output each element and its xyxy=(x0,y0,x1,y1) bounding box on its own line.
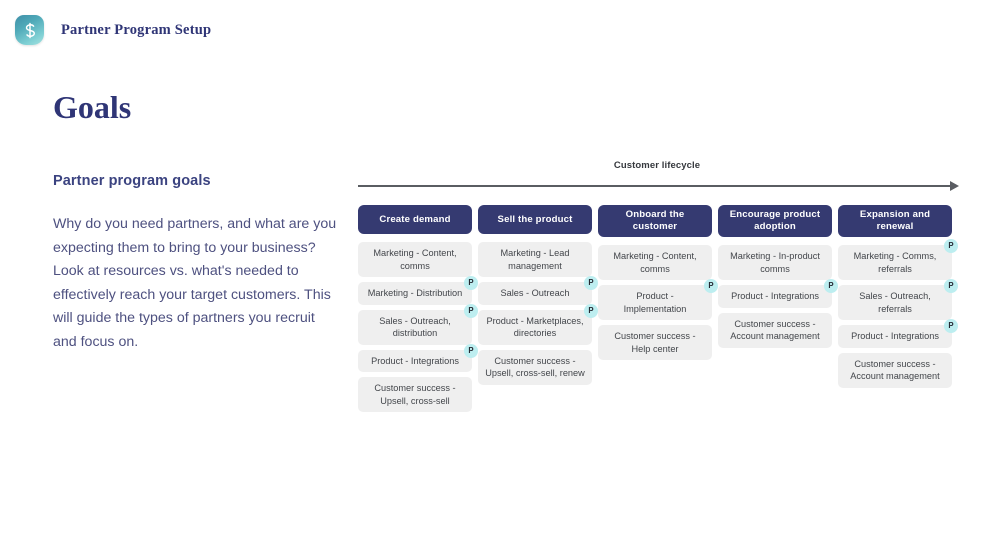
lifecycle-cell-label: Sales - Outreach, referrals xyxy=(859,291,931,314)
partner-badge[interactable]: P xyxy=(944,319,958,333)
lifecycle-cell[interactable]: Customer success - Help center xyxy=(598,325,712,360)
lifecycle-cell[interactable]: Customer success - Account management xyxy=(718,312,832,348)
lifecycle-cell[interactable]: Customer success - Upsell, cross-sell xyxy=(358,377,472,412)
lifecycle-cell[interactable]: Product - Integrations P xyxy=(358,343,478,372)
axis-shaft xyxy=(358,185,952,187)
partner-badge[interactable]: P xyxy=(944,279,958,293)
lifecycle-column-header[interactable]: Sell the product xyxy=(478,205,592,234)
lifecycle-cell-label: Product - Integrations xyxy=(371,355,459,366)
lifecycle-cell-label: Sales - Outreach xyxy=(500,288,570,298)
lifecycle-cell-label: Marketing - Lead management xyxy=(500,248,570,271)
section-body-text: Why do you need partners, and what are y… xyxy=(53,216,337,350)
partner-badge[interactable]: P xyxy=(584,276,598,290)
lifecycle-column-header[interactable]: Encourage product adoption xyxy=(718,205,832,237)
arrow-right-icon xyxy=(950,181,959,191)
lifecycle-cell-label: Customer success - Account management xyxy=(850,358,940,382)
partner-badge[interactable]: P xyxy=(704,279,718,293)
lifecycle-column-header[interactable]: Onboard the customer xyxy=(598,205,712,237)
lifecycle-cell[interactable]: Sales - Outreach P xyxy=(478,276,598,305)
axis-label-customer-lifecycle: Customer lifecycle xyxy=(613,160,701,171)
lifecycle-cell-label: Sales - Outreach, distribution xyxy=(379,315,451,339)
lifecycle-cell[interactable]: Marketing - Content, comms xyxy=(598,245,712,280)
lifecycle-cell-label: Customer success - Upsell, cross-sell, r… xyxy=(485,355,585,379)
lifecycle-cell[interactable]: Product - Integrations P xyxy=(838,319,958,348)
page-title: Goals xyxy=(53,89,132,125)
lifecycle-cell[interactable]: Product - Integrations P xyxy=(718,279,838,308)
lifecycle-cell-label: Marketing - Comms, referrals xyxy=(853,251,937,274)
partner-badge[interactable]: P xyxy=(944,239,958,253)
lifecycle-cell[interactable]: Marketing - Comms, referrals P xyxy=(838,239,958,280)
partner-badge[interactable]: P xyxy=(464,276,478,290)
lifecycle-cell-label: Customer success - Help center xyxy=(614,331,696,354)
shield-s-logo-icon xyxy=(15,15,44,45)
partner-badge[interactable]: P xyxy=(464,303,478,318)
lifecycle-cell[interactable]: Customer success - Upsell, cross-sell, r… xyxy=(478,349,592,385)
lifecycle-cell-label: Marketing - In-product comms xyxy=(730,251,820,274)
partner-badge[interactable]: P xyxy=(584,303,598,318)
lifecycle-cell[interactable]: Marketing - Lead management xyxy=(478,242,592,277)
lifecycle-cell-label: Marketing - Content, comms xyxy=(613,251,697,274)
lifecycle-cell[interactable]: Marketing - Content, comms xyxy=(358,242,472,277)
partner-badge[interactable]: P xyxy=(464,343,478,358)
goals-panel: Goals Partner program goals Why do you n… xyxy=(53,89,343,354)
lifecycle-cell[interactable]: Customer success - Account management xyxy=(838,352,952,388)
lifecycle-cell[interactable]: Product - Implementation P xyxy=(598,279,718,320)
lifecycle-cell-label: Product - Integrations xyxy=(851,331,939,341)
lifecycle-cell-label: Marketing - Content, comms xyxy=(373,248,457,271)
lifecycle-cell[interactable]: Marketing - In-product comms xyxy=(718,245,832,280)
lifecycle-column-header[interactable]: Expansion and renewal xyxy=(838,205,952,237)
lifecycle-cell[interactable]: Sales - Outreach, referrals P xyxy=(838,279,958,320)
app-header: Partner Program Setup xyxy=(0,0,1005,60)
lifecycle-cell-label: Product - Integrations xyxy=(731,291,819,301)
lifecycle-axis xyxy=(358,181,960,191)
lifecycle-column-header[interactable]: Create demand xyxy=(358,205,472,234)
section-title: Partner program goals xyxy=(53,173,211,190)
lifecycle-cell[interactable]: Sales - Outreach, distribution P xyxy=(358,303,478,345)
lifecycle-cell-label: Marketing - Distribution xyxy=(367,288,463,298)
lifecycle-cell-label: Customer success - Upsell, cross-sell xyxy=(374,383,456,406)
lifecycle-cell-label: Customer success - Account management xyxy=(730,318,820,342)
lifecycle-cell-label: Product - Implementation xyxy=(623,291,687,314)
lifecycle-cell-label: Product - Marketplaces, directories xyxy=(486,315,584,339)
app-title: Partner Program Setup xyxy=(61,21,212,38)
partner-badge[interactable]: P xyxy=(824,279,838,293)
